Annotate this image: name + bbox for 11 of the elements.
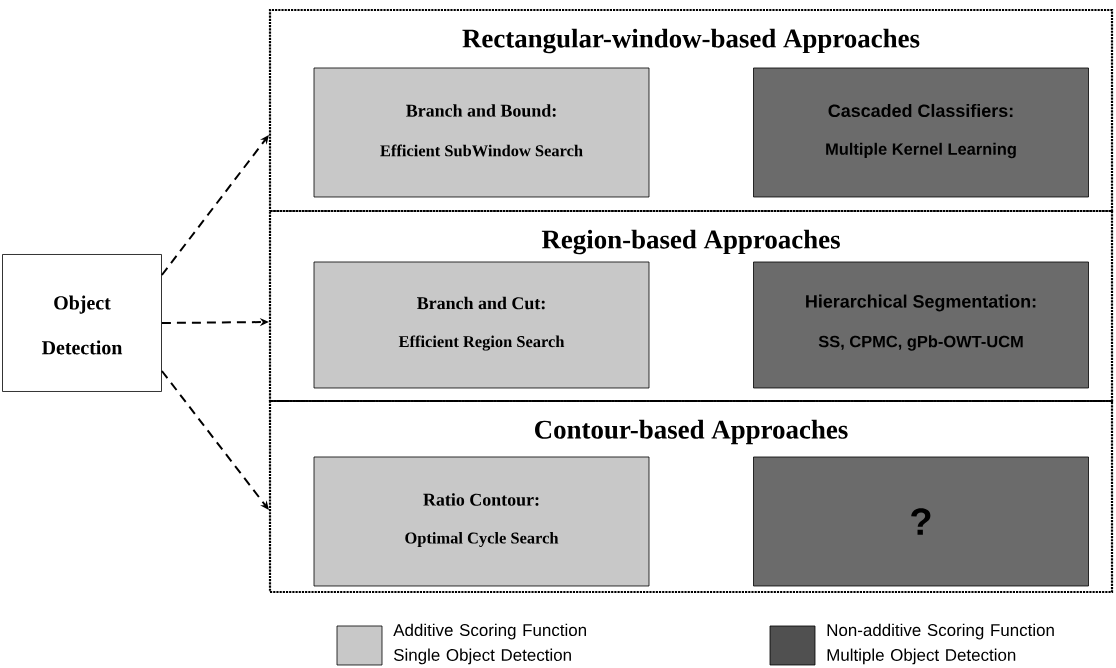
root-box: Object Detection (2, 254, 162, 392)
method-box: Cascaded Classifiers: Multiple Kernel Learning (753, 67, 1089, 198)
method-box: Ratio Contour: Optimal Cycle Search (313, 456, 650, 587)
method-box: Hierarchical Segmentation: SS, CPMC, gPb-OWT-UCM (753, 261, 1089, 389)
legend-text: Non-additive Scoring Function Multiple Object Detection (827, 623, 1054, 665)
arrow (160, 135, 269, 276)
method-box: Branch and Cut: Efficient Region Search (313, 261, 650, 389)
legend-text: Additive Scoring Function Single Object Detection (393, 623, 586, 665)
arrow (160, 370, 269, 510)
method-box: Branch and Bound: Efficient SubWindow Search (313, 67, 650, 198)
method-box: ? (753, 456, 1089, 587)
